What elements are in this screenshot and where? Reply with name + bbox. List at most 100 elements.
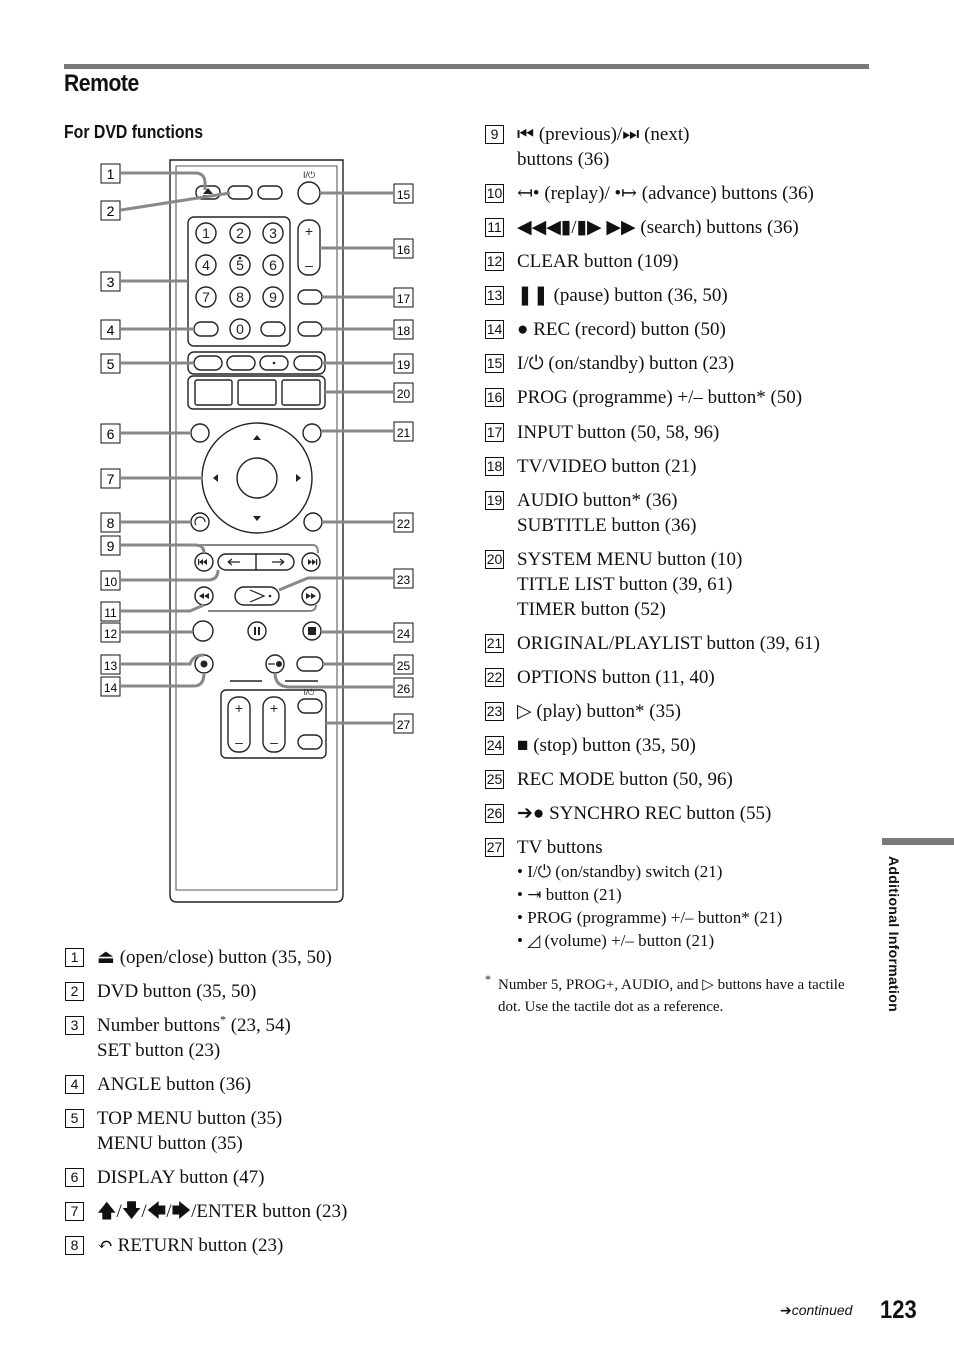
legend-text: TV buttons <box>517 837 603 858</box>
ff-icon <box>311 593 316 599</box>
legend-number: 15 <box>485 354 504 373</box>
callout-18: 18 <box>393 319 414 340</box>
synchro-rec-icon <box>276 661 282 667</box>
legend-text: I/⏻ (on/standby) button (23) <box>517 353 735 374</box>
tv-prog-rocker <box>227 696 251 753</box>
tvvideo-button <box>297 321 323 337</box>
prog-plus: + <box>305 223 313 239</box>
legend-number: 12 <box>485 252 504 271</box>
angle-button <box>193 321 219 337</box>
legend-text: TOP MENU button (35) <box>97 1108 283 1129</box>
callout-25: 25 <box>393 654 414 675</box>
tv-power-glyph: I/⏻ <box>304 688 315 697</box>
callout-7: 7 <box>100 468 121 489</box>
footnote: * Number 5, PROG+, AUDIO, and ▷ buttons … <box>485 972 865 1018</box>
legend-text: ⏮ (previous)/⏭ (next) <box>517 124 690 145</box>
callout-26: 26 <box>393 677 414 698</box>
svg-text:12: 12 <box>104 627 118 641</box>
playlist-button <box>302 423 322 443</box>
callout-9: 9 <box>100 535 121 556</box>
legend-number: 19 <box>485 491 504 510</box>
digit-1: 1 <box>202 225 210 241</box>
tv-prog-plus: + <box>235 700 243 716</box>
digit-4: 4 <box>202 257 210 273</box>
legend-number: 8 <box>65 1236 84 1255</box>
svg-text:6: 6 <box>107 426 115 442</box>
tactile-dot-audio <box>272 361 276 365</box>
side-tab-bar <box>882 838 954 845</box>
callout-12: 12 <box>100 622 121 643</box>
legend-text: MENU button (35) <box>97 1133 243 1154</box>
legend-text: ● REC (record) button (50) <box>517 319 726 340</box>
legend-text: buttons (36) <box>517 149 610 170</box>
down-arrow-icon <box>253 516 261 521</box>
legend-number: 1 <box>65 948 84 967</box>
legend-text: TV/VIDEO button (21) <box>517 456 697 477</box>
callout-11: 11 <box>100 601 121 622</box>
page-title: Remote <box>64 70 139 97</box>
return-button <box>190 512 210 532</box>
legend-text: OPTIONS button (11, 40) <box>517 667 715 688</box>
legend-text: DISPLAY button (47) <box>97 1167 265 1188</box>
svg-text:9: 9 <box>107 538 115 554</box>
callout-8: 8 <box>100 512 121 533</box>
tv-vol-plus: + <box>270 700 278 716</box>
svg-text:15: 15 <box>397 188 411 202</box>
return-icon <box>194 516 206 526</box>
legend-number: 18 <box>485 457 504 476</box>
legend-number: 21 <box>485 634 504 653</box>
legend-number: 16 <box>485 388 504 407</box>
svg-text:19: 19 <box>397 358 411 372</box>
ff-button <box>301 586 321 606</box>
svg-text:8: 8 <box>107 515 115 531</box>
callout-3: 3 <box>100 271 121 292</box>
rec-icon <box>200 660 208 668</box>
play-button <box>234 586 280 606</box>
svg-text:21: 21 <box>397 426 411 440</box>
callout-22: 22 <box>393 512 414 533</box>
top-menu-button <box>193 355 223 371</box>
callout-14: 14 <box>100 676 121 697</box>
pause-icon <box>254 627 256 635</box>
legend-number: 24 <box>485 736 504 755</box>
input-button <box>297 289 323 305</box>
legend-number: 20 <box>485 550 504 569</box>
legend-text: INPUT button (50, 58, 96) <box>517 422 720 443</box>
svg-text:26: 26 <box>397 682 411 696</box>
continued-label: ➔continued <box>780 1302 853 1318</box>
svg-text:11: 11 <box>104 606 117 620</box>
callout-20: 20 <box>393 382 414 403</box>
options-button <box>303 512 323 532</box>
set-button <box>260 321 286 337</box>
legend-number: 10 <box>485 184 504 203</box>
callout-21: 21 <box>393 421 414 442</box>
svg-text:14: 14 <box>104 681 118 695</box>
clear-button <box>192 620 214 642</box>
prog-minus: – <box>305 257 313 273</box>
digit-7: 7 <box>202 289 210 305</box>
footnote-mark: * <box>219 1012 226 1027</box>
legend-text: ➔● SYNCHRO REC button (55) <box>517 803 772 824</box>
svg-text:25: 25 <box>397 659 411 673</box>
legend-text: ORIGINAL/PLAYLIST button (39, 61) <box>517 633 820 654</box>
legend-number: 27 <box>485 838 504 857</box>
header-rule <box>64 64 869 69</box>
system-row-frame <box>187 375 326 410</box>
legend-text: SET button (23) <box>97 1040 221 1061</box>
next-button <box>301 552 321 572</box>
legend-text: ⏏ (open/close) button (35, 50) <box>97 947 332 968</box>
legend-number: 25 <box>485 770 504 789</box>
power-button <box>297 181 321 205</box>
footnote-text: Number 5, PROG+, AUDIO, and ▷ buttons ha… <box>498 977 845 1015</box>
legend-text: AUDIO button* (36) <box>517 490 678 511</box>
enter-button <box>236 457 278 499</box>
tactile-dot-5 <box>238 256 242 260</box>
digit-9: 9 <box>269 289 277 305</box>
svg-text:2: 2 <box>107 203 115 219</box>
callout-1: 1 <box>100 163 121 184</box>
digit-3: 3 <box>269 225 277 241</box>
legend-subitem: • PROG (programme) +/– button* (21) <box>517 908 783 927</box>
legend-text: CLEAR button (109) <box>517 251 679 272</box>
right-arrow-icon <box>296 474 301 482</box>
